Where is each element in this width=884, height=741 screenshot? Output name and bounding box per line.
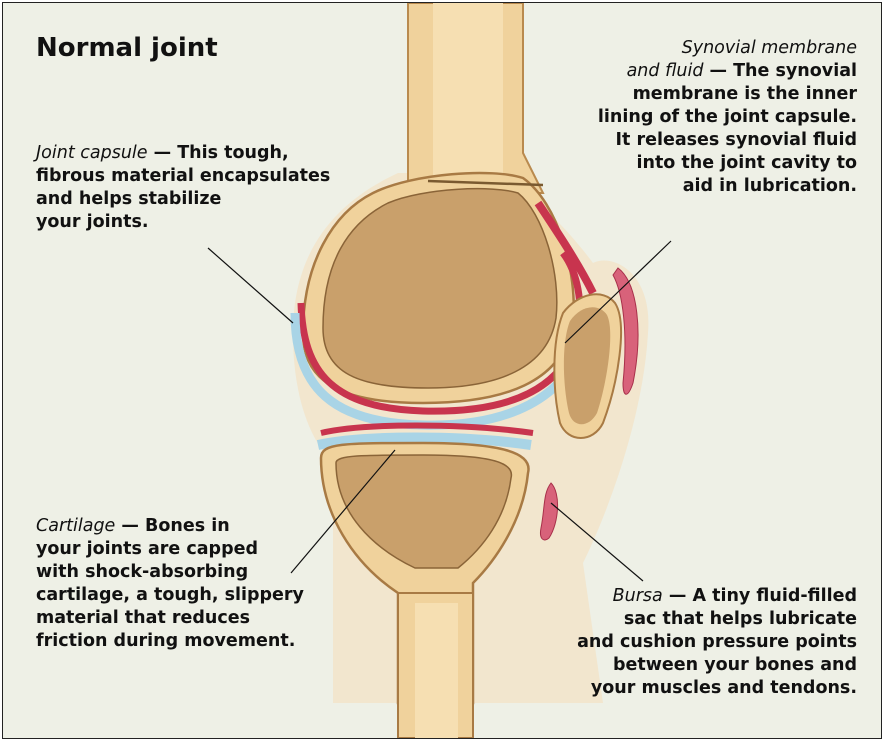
synovial-line-4: It releases synovial fluid <box>598 129 857 152</box>
cartilage-line-5: material that reduces <box>36 607 304 630</box>
joint-capsule-line-3: and helps stabilize <box>36 188 330 211</box>
term-bursa: Bursa <box>613 586 663 606</box>
label-joint-capsule: Joint capsule — This tough, fibrous mate… <box>36 142 330 234</box>
term-joint-capsule: Joint capsule <box>36 143 148 163</box>
diagram-title: Normal joint <box>36 33 218 63</box>
cartilage-line-2: your joints are capped <box>36 538 304 561</box>
bursa-line-3: and cushion pressure points <box>577 631 857 654</box>
bursa-line-2: sac that helps lubricate <box>577 608 857 631</box>
cartilage-line-1: — Bones in <box>121 516 229 536</box>
label-synovial: Synovial membrane and fluid — The synovi… <box>598 37 857 198</box>
cartilage-line-3: with shock-absorbing <box>36 561 304 584</box>
bursa-line-5: your muscles and tendons. <box>577 677 857 700</box>
bursa-line-4: between your bones and <box>577 654 857 677</box>
leader-line-joint-capsule <box>208 248 293 323</box>
joint-capsule-line-1: — This tough, <box>154 143 289 163</box>
term-synovial-line-2: and fluid <box>627 61 704 81</box>
synovial-line-1: — The synovial <box>710 61 857 81</box>
tibia-marrow-cavity <box>415 603 458 738</box>
synovial-line-3: lining of the joint capsule. <box>598 106 857 129</box>
term-synovial-line-1: Synovial membrane <box>598 37 857 60</box>
femur-marrow-cavity <box>433 3 503 183</box>
cartilage-line-4: cartilage, a tough, slippery <box>36 584 304 607</box>
synovial-line-2: membrane is the inner <box>598 83 857 106</box>
bursa-line-1: — A tiny fluid-filled <box>669 586 857 606</box>
label-cartilage: Cartilage — Bones in your joints are cap… <box>36 515 304 653</box>
term-cartilage: Cartilage <box>36 516 115 536</box>
cartilage-line-6: friction during movement. <box>36 630 304 653</box>
synovial-line-6: aid in lubrication. <box>598 175 857 198</box>
joint-capsule-line-4: your joints. <box>36 211 330 234</box>
joint-capsule-line-2: fibrous material encapsulates <box>36 165 330 188</box>
label-bursa: Bursa — A tiny fluid-filled sac that hel… <box>577 585 857 700</box>
synovial-line-5: into the joint cavity to <box>598 152 857 175</box>
